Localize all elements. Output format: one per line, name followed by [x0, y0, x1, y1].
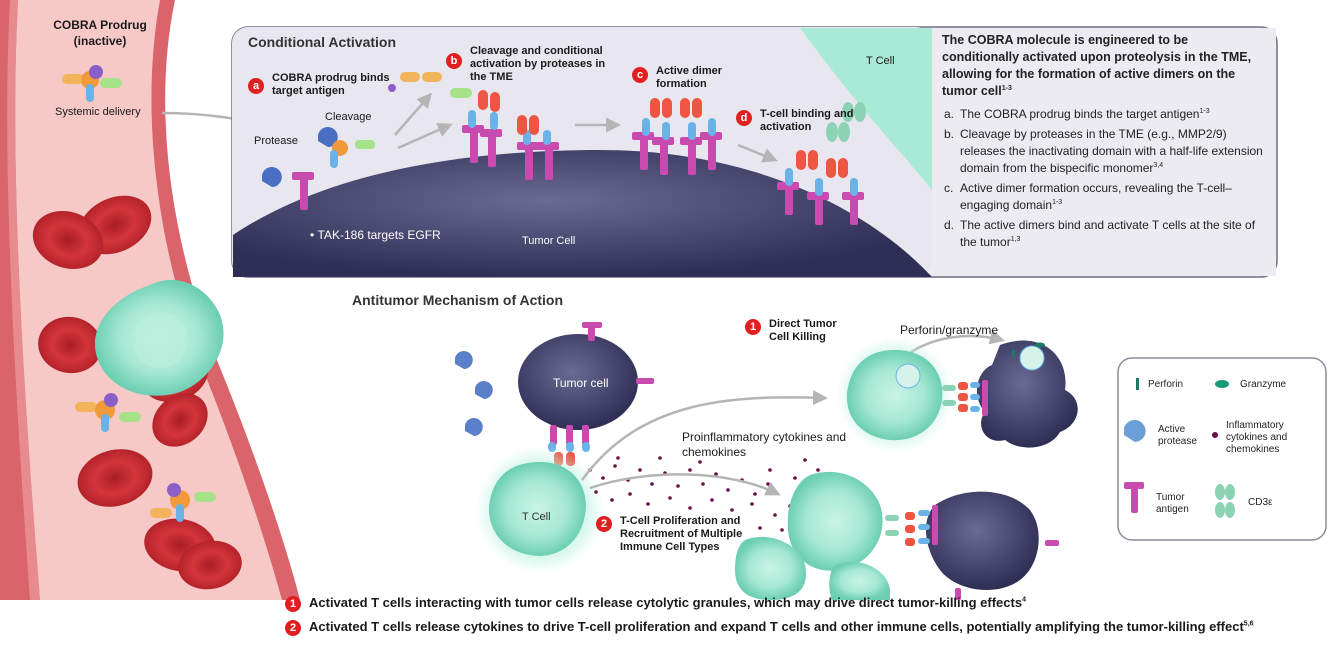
legend-tumor-antigen: Tumor antigen — [1156, 492, 1189, 515]
protease-label: Protease — [254, 135, 299, 147]
proliferation-label: 2 T-Cell Proliferation and Recruitment o… — [596, 515, 746, 554]
panel-molecules — [262, 72, 866, 225]
step-a-badge: a — [248, 78, 264, 94]
proliferation-badge: 2 — [596, 516, 612, 532]
item-ref: 3,4 — [1153, 162, 1164, 169]
panel-tcell-label: T Cell — [866, 55, 895, 67]
legend-perforin: Perforin — [1148, 379, 1184, 390]
tumor-cell-top — [518, 334, 638, 430]
item-letter: b. — [944, 127, 955, 141]
item-letter: c. — [944, 181, 954, 195]
tumor-cell-bottom — [925, 491, 1039, 591]
description-heading-ref: 1-3 — [1001, 84, 1012, 92]
step-d-text: T-cell binding and activation — [760, 108, 854, 133]
target-note-bullet: • — [310, 228, 318, 242]
step-c-badge: c — [632, 67, 648, 83]
legend-inflammatory: Inflammatory cytokines and chemokines — [1226, 420, 1288, 455]
mechanism-title: Antitumor Mechanism of Action — [352, 292, 564, 308]
footnote-1: 1 Activated T cells interacting with tumo… — [285, 594, 1330, 612]
step-a-text: COBRA prodrug binds target antigen — [272, 72, 390, 97]
free-proteases — [455, 351, 493, 436]
step-b: b Cleavage and conditional activation by… — [446, 45, 616, 84]
description-item: a. The COBRA prodrug binds the target ant… — [944, 106, 1267, 123]
legend-active-protease: Active protease — [1158, 424, 1197, 447]
description-list: a. The COBRA prodrug binds the target ant… — [942, 106, 1267, 251]
step-d-badge: d — [736, 110, 752, 126]
cleavage-label: Cleavage — [325, 111, 372, 123]
tumor-cell-dying — [976, 340, 1078, 448]
item-text: The COBRA prodrug binds the target antig… — [960, 107, 1200, 121]
perforin-granzyme-label: Perforin/granzyme — [900, 323, 999, 337]
prodrug-title: COBRA Prodrug (inactive) — [45, 17, 155, 49]
footnote-2-text: Activated T cells release cytokines to d… — [309, 619, 1244, 634]
description-heading-text: The COBRA molecule is engineered to be c… — [942, 33, 1252, 98]
footnote-1-ref: 4 — [1022, 596, 1026, 604]
mech-tcell-label: T Cell — [522, 511, 551, 523]
systemic-delivery-label: Systemic delivery — [55, 106, 141, 118]
description-item: b. Cleavage by proteases in the TME (e.g.… — [944, 126, 1267, 177]
direct-killing-text: Direct Tumor Cell Killing — [769, 318, 837, 343]
mech-tumor-cell-label: Tumor cell — [553, 376, 609, 390]
item-letter: d. — [944, 218, 955, 232]
item-text: Active dimer formation occurs, revealing… — [960, 181, 1232, 212]
description-item: c. Active dimer formation occurs, reveali… — [944, 180, 1267, 214]
footnote-2-badge: 2 — [285, 620, 301, 636]
footnote-2: 2 Activated T cells release cytokines to … — [285, 618, 1335, 636]
t-cell-killing — [846, 350, 943, 441]
step-b-text: Cleavage and conditional activation by p… — [470, 45, 606, 83]
item-ref: 1-3 — [1052, 199, 1063, 206]
step-c-text: Active dimer formation — [656, 65, 723, 90]
direct-killing-badge: 1 — [745, 319, 761, 335]
description-heading: The COBRA molecule is engineered to be c… — [942, 32, 1267, 100]
direct-killing-label: 1 Direct Tumor Cell Killing — [745, 318, 855, 344]
step-b-badge: b — [446, 53, 462, 69]
description-item: d. The active dimers bind and activate T … — [944, 217, 1267, 251]
footnote-1-text: Activated T cells interacting with tumor… — [309, 595, 1023, 610]
target-note-text: TAK-186 targets EGFR — [317, 228, 441, 242]
prodrug-molecules — [62, 65, 216, 522]
t-cell-bottom-left — [489, 462, 586, 556]
item-text: Cleavage by proteases in the TME (e.g., … — [960, 127, 1263, 175]
legend-cd3e: CD3ε — [1248, 497, 1273, 508]
footnote-1-badge: 1 — [285, 596, 301, 612]
cytokine-label: Proinflammatory cytokines and chemokines — [682, 430, 847, 459]
item-ref: 1,3 — [1010, 236, 1021, 243]
item-ref: 1-3 — [1199, 108, 1210, 115]
activation-description: The COBRA molecule is engineered to be c… — [942, 32, 1267, 254]
vessel-t-cell — [94, 279, 224, 396]
step-c: c Active dimer formation — [632, 65, 742, 91]
panel-tumor-cell-label: Tumor Cell — [522, 235, 576, 247]
proliferation-text: T-Cell Proliferation and Recruitment of … — [620, 515, 743, 553]
t-cell-proliferating — [787, 471, 883, 571]
legend-box — [1117, 357, 1327, 541]
prodrug-title-line: COBRA Prodrug — [53, 18, 147, 32]
target-note: • TAK-186 targets EGFR — [310, 228, 441, 242]
footnote-2-ref: 5,6 — [1243, 620, 1254, 628]
step-a: a COBRA prodrug binds target antigen — [248, 72, 398, 98]
conditional-activation-title: Conditional Activation — [248, 34, 397, 50]
legend-granzyme: Granzyme — [1240, 379, 1287, 390]
item-text: The active dimers bind and activate T ce… — [960, 218, 1256, 249]
item-letter: a. — [944, 107, 955, 121]
prodrug-subtitle: (inactive) — [73, 34, 127, 48]
step-d: d T-cell binding and activation — [736, 108, 856, 134]
